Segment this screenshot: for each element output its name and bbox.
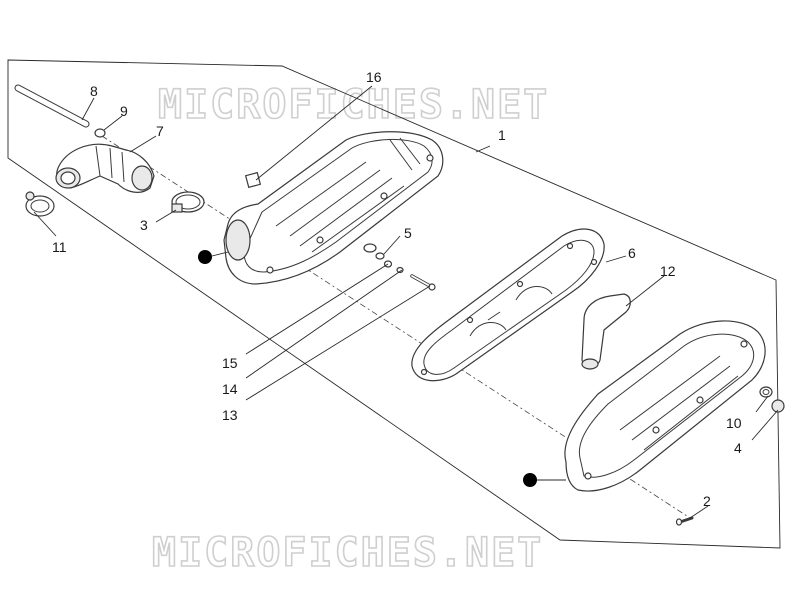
part-12-drain-pipe xyxy=(581,293,631,370)
callout-1: 1 xyxy=(498,127,506,143)
callout-10: 10 xyxy=(726,415,742,431)
callout-3: 3 xyxy=(140,217,148,233)
reference-marker-lower xyxy=(523,473,537,487)
callout-16: 16 xyxy=(366,69,382,85)
part-7-intake-elbow xyxy=(55,143,155,193)
reference-leader-upper xyxy=(211,251,229,257)
callout-6: 6 xyxy=(628,245,636,261)
callout-7: 7 xyxy=(156,123,164,139)
watermark-bottom: MICROFICHES.NET xyxy=(152,530,543,576)
part-10-o-ring xyxy=(759,386,773,398)
callout-2: 2 xyxy=(703,493,711,509)
callout-12: 12 xyxy=(660,263,676,279)
part-9-clip xyxy=(94,128,106,138)
filter-cover xyxy=(564,320,766,492)
part-4-cap xyxy=(771,399,785,413)
callout-4: 4 xyxy=(734,440,742,456)
part-1-airbox-housing xyxy=(223,131,444,285)
part-8-tube xyxy=(14,84,90,128)
callout-9: 9 xyxy=(120,103,128,119)
part-14-washer xyxy=(396,266,404,274)
assembly-boundary xyxy=(7,59,781,549)
callout-11: 11 xyxy=(52,239,67,255)
callout-14: 14 xyxy=(222,381,238,397)
reference-marker-upper xyxy=(198,250,212,264)
leader-lines xyxy=(33,85,779,519)
part-16-clip xyxy=(244,171,262,189)
part-11-clamp xyxy=(25,191,55,217)
callout-8: 8 xyxy=(90,83,98,99)
part-13-bolt xyxy=(410,274,436,291)
part-2-screw xyxy=(675,516,694,526)
part-5-screw xyxy=(363,243,385,260)
callout-5: 5 xyxy=(404,225,412,241)
watermark-top: MICROFICHES.NET xyxy=(158,82,549,128)
callout-13: 13 xyxy=(222,407,238,423)
part-3-hose-clamp xyxy=(171,191,205,213)
part-6-filter-gasket xyxy=(411,228,605,382)
callout-15: 15 xyxy=(222,355,238,371)
